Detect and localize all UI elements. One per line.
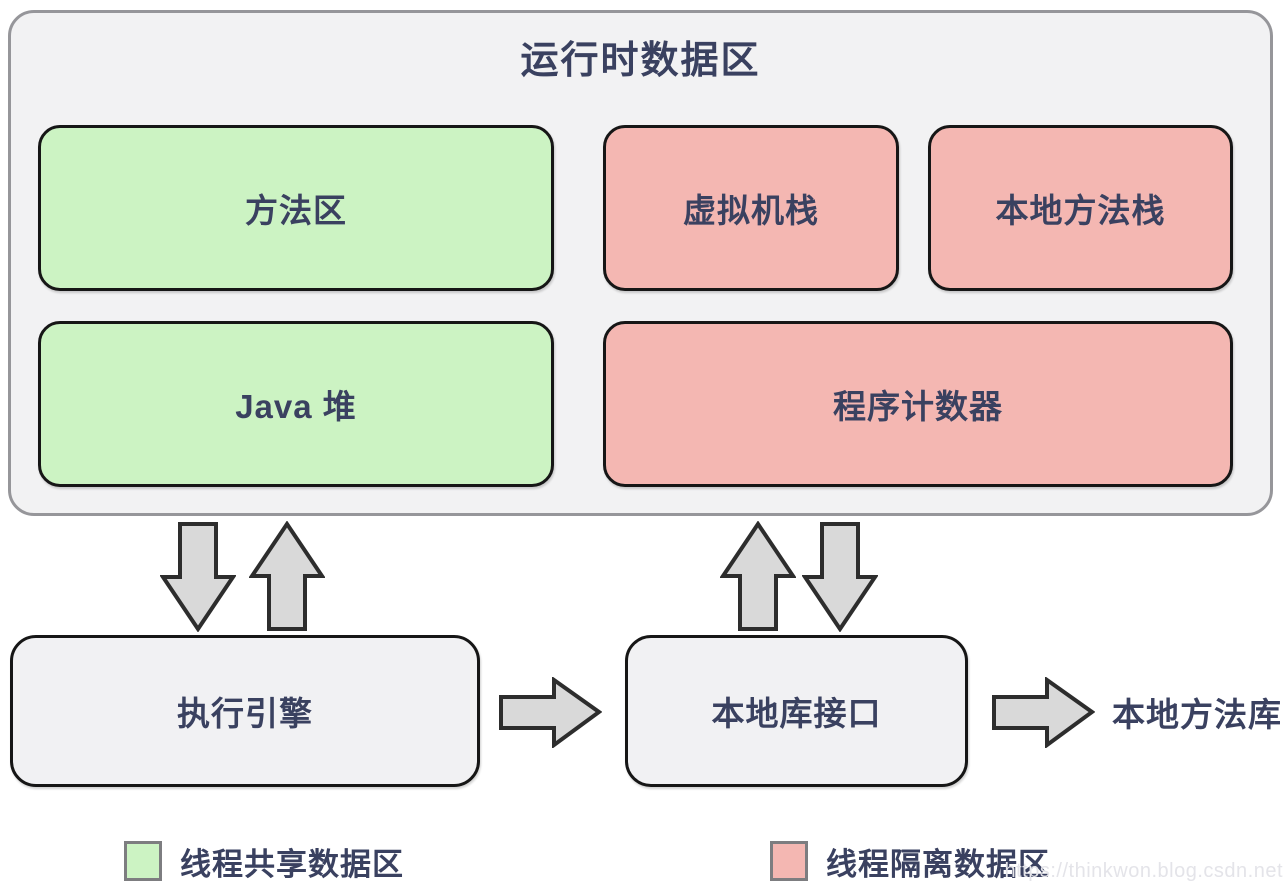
box-native-method-stack: 本地方法栈 xyxy=(928,125,1233,291)
legend-shared-label: 线程共享数据区 xyxy=(180,846,404,882)
down-arrow-icon xyxy=(160,521,236,632)
runtime-data-area-title: 运行时数据区 xyxy=(520,40,761,82)
legend-swatch-shared xyxy=(124,841,162,881)
box-native-library-interface: 本地库接口 xyxy=(625,635,968,787)
box-program-counter-label: 程序计数器 xyxy=(833,388,1003,425)
box-execution-engine: 执行引擎 xyxy=(10,635,480,787)
box-program-counter: 程序计数器 xyxy=(603,321,1233,487)
up-arrow-icon xyxy=(249,521,325,632)
legend-isolated-label: 线程隔离数据区 xyxy=(826,846,1050,882)
down-arrow-icon xyxy=(802,521,878,632)
legend-swatch-isolated xyxy=(770,841,808,881)
box-method-area-label: 方法区 xyxy=(245,192,347,229)
legend-thread-isolated: 线程隔离数据区 xyxy=(770,840,1050,882)
box-execution-engine-label: 执行引擎 xyxy=(177,695,313,732)
box-native-library-interface-label: 本地库接口 xyxy=(711,695,882,732)
up-arrow-icon xyxy=(720,521,796,632)
box-native-method-stack-label: 本地方法栈 xyxy=(995,192,1166,229)
right-arrow-icon xyxy=(498,677,602,748)
runtime-data-area-container: 运行时数据区 方法区 虚拟机栈 本地方法栈 Java 堆 程序计数器 xyxy=(8,10,1273,516)
box-vm-stack: 虚拟机栈 xyxy=(603,125,899,291)
legend-thread-shared: 线程共享数据区 xyxy=(124,840,404,882)
box-java-heap: Java 堆 xyxy=(38,321,554,487)
native-method-library-label: 本地方法库 xyxy=(1112,696,1282,733)
box-vm-stack-label: 虚拟机栈 xyxy=(683,192,819,229)
box-method-area: 方法区 xyxy=(38,125,554,291)
watermark-url: https://thinkwon.blog.csdn.net xyxy=(1004,860,1283,882)
box-java-heap-label: Java 堆 xyxy=(235,388,357,425)
right-arrow-icon xyxy=(991,677,1095,748)
